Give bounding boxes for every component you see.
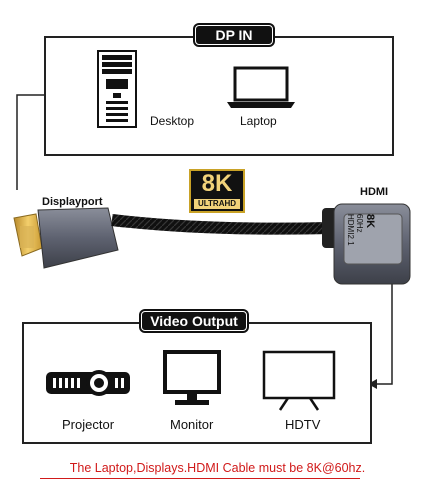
desktop-label: Desktop (150, 114, 195, 128)
compatibility-caption: The Laptop,Displays.HDMI Cable must be 8… (0, 461, 435, 475)
monitor-icon (163, 350, 221, 405)
caption-prefix: The Laptop,Displays.HDMI Cable must be (69, 461, 307, 475)
hdmi-label: HDMI (360, 186, 389, 198)
hdtv-label: HDTV (285, 417, 321, 432)
dp-in-badge: DP IN (193, 23, 275, 47)
caption-underline (40, 478, 360, 479)
video-output-label: Video Output (150, 313, 238, 329)
8k-ultrahd-badge: 8K ULTRAHD (189, 169, 245, 213)
adapter-print-8k: 8K (364, 214, 376, 229)
displayport-connector (13, 207, 119, 269)
arrow-icon (368, 379, 377, 389)
tv-icon (262, 350, 336, 411)
8k-text: 8K (201, 170, 233, 197)
hdmi-adapter (322, 203, 411, 285)
dp-to-hdmi-cable (13, 203, 411, 285)
caption-highlight: 8K@60hz. (306, 461, 366, 475)
monitor-label: Monitor (170, 417, 214, 432)
desktop-tower-icon (97, 50, 137, 128)
laptop-label: Laptop (240, 114, 277, 128)
adapter-print-hdmi21: HDMI2.1 (346, 214, 355, 246)
ultrahd-text: ULTRAHD (194, 199, 240, 209)
projector-label: Projector (62, 417, 115, 432)
projector-icon (46, 370, 130, 396)
displayport-label: Displayport (42, 196, 103, 208)
adapter-print-60hz: 60Hz (355, 214, 364, 233)
video-output-badge: Video Output (139, 309, 249, 333)
dp-in-label: DP IN (215, 27, 253, 43)
laptop-icon (227, 66, 295, 108)
adapter-print: 8K 60Hz HDMI2.1 (332, 214, 376, 254)
